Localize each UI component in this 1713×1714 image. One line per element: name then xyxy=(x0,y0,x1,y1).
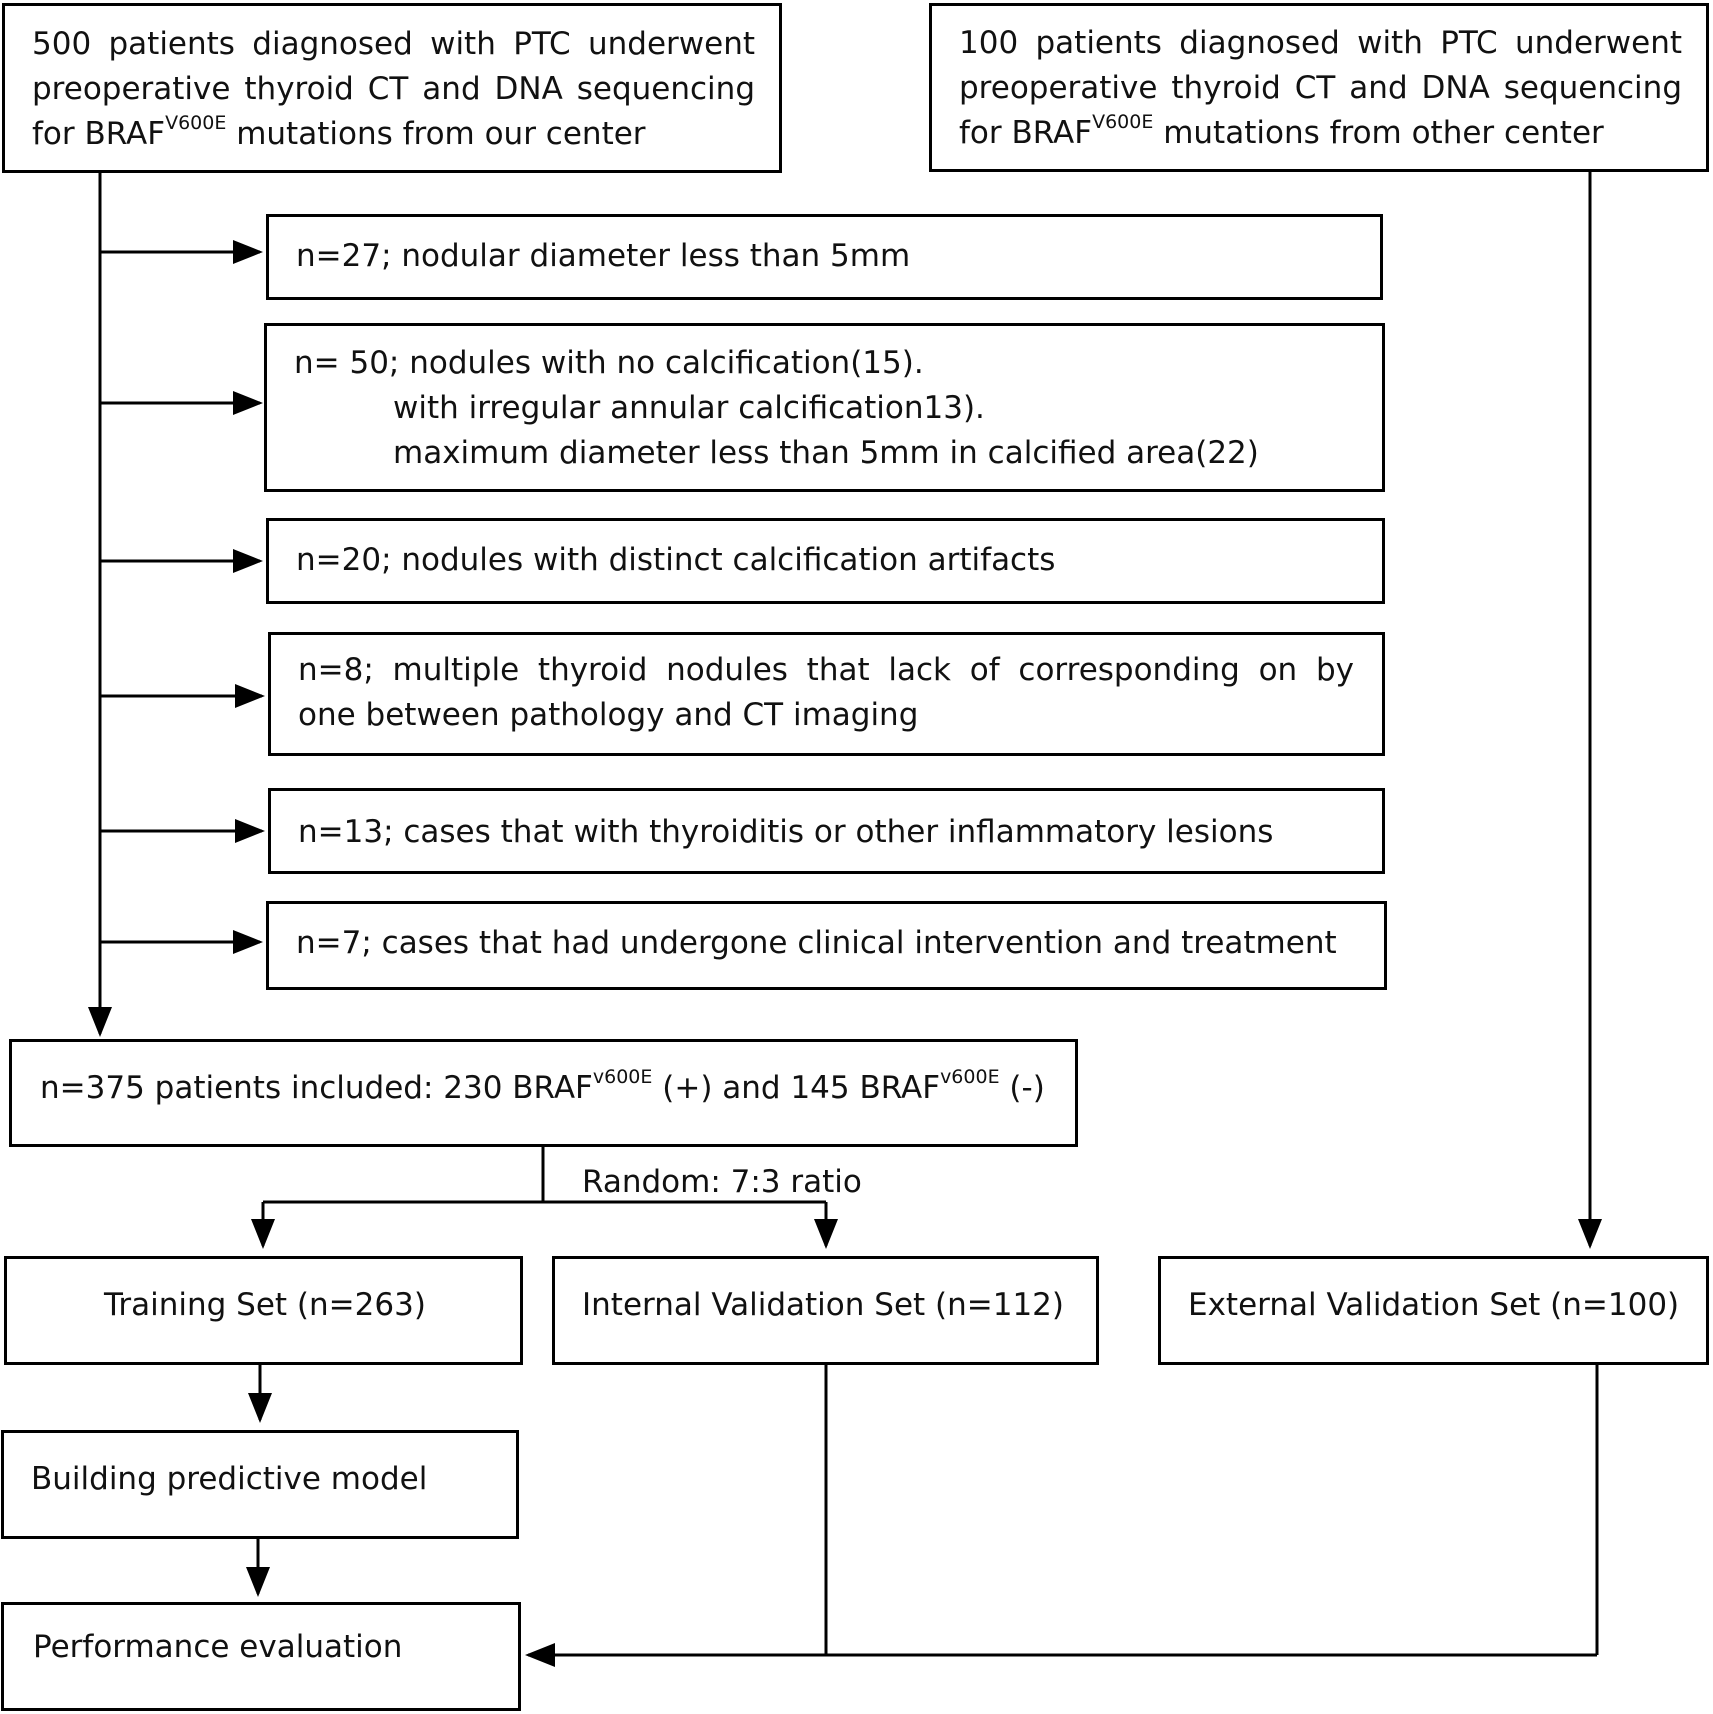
external-validation-label: External Validation Set (n=100) xyxy=(1188,1287,1680,1323)
source-other-line-3: for BRAFV600E mutations from other cente… xyxy=(959,111,1604,152)
source-our-line-1: 500 patients diagnosed with PTC underwen… xyxy=(32,26,755,62)
included-text: n=375 patients included: 230 BRAFv600E (… xyxy=(40,1066,1045,1107)
source-our-line-3: for BRAFV600E mutations from our center xyxy=(32,112,646,153)
exclusion-box-6: n=7; cases that had undergone clinical i… xyxy=(266,901,1387,990)
included-box: n=375 patients included: 230 BRAFv600E (… xyxy=(9,1039,1078,1147)
training-set-label: Training Set (n=263) xyxy=(104,1287,426,1323)
exclusion-box-1: n=27; nodular diameter less than 5mm xyxy=(266,214,1383,300)
exclusion-text-4-line-1: n=8; multiple thyroid nodules that lack … xyxy=(298,652,1354,688)
exclusion-text-5: n=13; cases that with thyroiditis or oth… xyxy=(298,814,1274,850)
model-building-box: Building predictive model xyxy=(1,1430,519,1539)
exclusion-text-1: n=27; nodular diameter less than 5mm xyxy=(296,238,911,274)
model-building-label: Building predictive model xyxy=(31,1461,428,1497)
exclusion-box-5: n=13; cases that with thyroiditis or oth… xyxy=(268,788,1385,874)
internal-validation-box: Internal Validation Set (n=112) xyxy=(552,1256,1099,1365)
internal-validation-label: Internal Validation Set (n=112) xyxy=(582,1287,1064,1323)
external-validation-box: External Validation Set (n=100) xyxy=(1158,1256,1709,1365)
exclusion-text-2-line-2: with irregular annular calcification13). xyxy=(393,390,985,426)
performance-evaluation-label: Performance evaluation xyxy=(33,1629,403,1665)
exclusion-text-6: n=7; cases that had undergone clinical i… xyxy=(296,925,1337,961)
exclusion-box-2: n= 50; nodules with no calcification(15)… xyxy=(264,323,1385,492)
exclusion-text-3: n=20; nodules with distinct calcificatio… xyxy=(296,542,1056,578)
source-other-line-2: preoperative thyroid CT and DNA sequenci… xyxy=(959,70,1682,106)
training-set-box: Training Set (n=263) xyxy=(4,1256,523,1365)
split-ratio-label: Random: 7:3 ratio xyxy=(582,1164,862,1200)
source-box-other-center: 100 patients diagnosed with PTC underwen… xyxy=(929,3,1709,172)
exclusion-text-4-line-2: one between pathology and CT imaging xyxy=(298,697,919,733)
source-box-our-center: 500 patients diagnosed with PTC underwen… xyxy=(2,3,782,173)
exclusion-text-2-line-3: maximum diameter less than 5mm in calcif… xyxy=(393,435,1259,471)
performance-evaluation-box: Performance evaluation xyxy=(1,1602,521,1711)
source-other-line-1: 100 patients diagnosed with PTC underwen… xyxy=(959,25,1682,61)
exclusion-box-3: n=20; nodules with distinct calcificatio… xyxy=(266,518,1385,604)
exclusion-text-2-line-1: n= 50; nodules with no calcification(15)… xyxy=(294,345,924,381)
exclusion-box-4: n=8; multiple thyroid nodules that lack … xyxy=(268,632,1385,756)
source-our-line-2: preoperative thyroid CT and DNA sequenci… xyxy=(32,71,755,107)
